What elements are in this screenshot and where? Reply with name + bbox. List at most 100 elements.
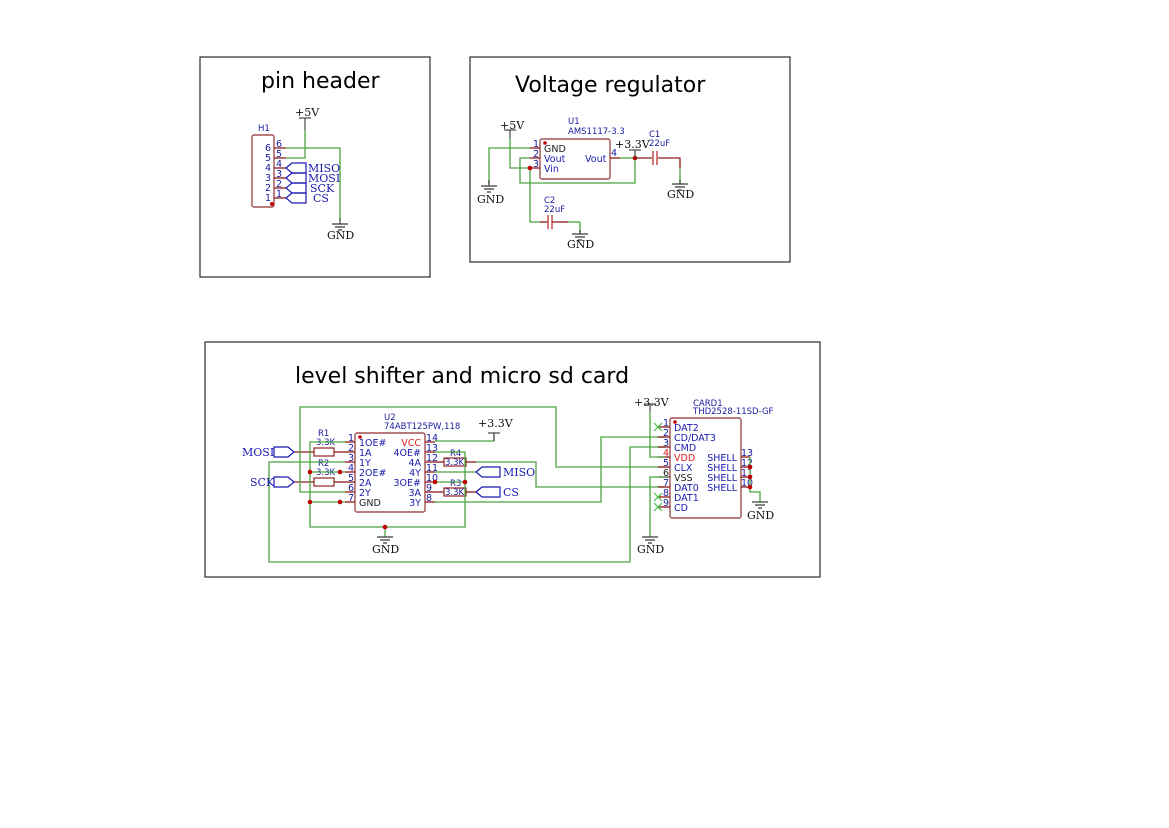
label-mosi: MOSI bbox=[242, 446, 274, 459]
svg-text:1: 1 bbox=[533, 139, 539, 150]
svg-text:GND: GND bbox=[637, 543, 664, 556]
wire-shell[interactable] bbox=[749, 457, 761, 502]
wire-vout[interactable] bbox=[519, 157, 636, 184]
wire-5v[interactable] bbox=[509, 138, 530, 169]
wire-vin-c2[interactable] bbox=[529, 168, 540, 223]
pin-number: 3 bbox=[348, 453, 354, 464]
pin-name: 4A bbox=[408, 458, 421, 469]
svg-text:5: 5 bbox=[276, 149, 282, 160]
card-value: THD2528-11SD-GF bbox=[692, 407, 774, 417]
pin-number: 14 bbox=[426, 433, 438, 444]
ground-icon bbox=[332, 223, 348, 231]
label-flag-icon bbox=[273, 476, 295, 488]
pin-name: 2Y bbox=[359, 488, 371, 499]
ground-icon bbox=[481, 180, 497, 193]
h1-body[interactable] bbox=[251, 134, 275, 208]
pin-name: 4Y bbox=[409, 468, 421, 479]
pin-number: 8 bbox=[663, 488, 669, 499]
pin-name: VCC bbox=[401, 438, 421, 449]
sheet-frame bbox=[204, 341, 821, 578]
wire-vdd[interactable] bbox=[649, 411, 665, 458]
pin-number: 11 bbox=[741, 468, 753, 479]
c1-ref: C1 bbox=[649, 130, 660, 140]
pin-number: 10 bbox=[426, 473, 438, 484]
header-labels: MISO MOSI SCK CS bbox=[285, 162, 340, 205]
sheet-level-shifter: level shifter and micro sd card U2 74ABT… bbox=[204, 341, 821, 578]
label-miso: MISO bbox=[308, 162, 340, 175]
c2-ref: C2 bbox=[544, 196, 555, 206]
pin-number: 7 bbox=[663, 478, 669, 489]
label-flag-icon bbox=[475, 486, 501, 498]
svg-text:3: 3 bbox=[276, 169, 282, 180]
r1-body[interactable] bbox=[313, 447, 335, 457]
r4-value: 3.3K bbox=[445, 458, 465, 468]
svg-text:GND: GND bbox=[372, 543, 399, 556]
pin-number: 6 bbox=[348, 483, 354, 494]
wire-gnd[interactable] bbox=[286, 147, 341, 220]
svg-text:2: 2 bbox=[276, 179, 282, 190]
svg-text:2: 2 bbox=[265, 183, 271, 194]
wire-5v[interactable] bbox=[286, 130, 306, 159]
u2-ref: U2 bbox=[384, 413, 396, 423]
label-flag-icon bbox=[475, 466, 501, 478]
pin-name: 1Y bbox=[359, 458, 371, 469]
pin-name: CMD bbox=[674, 443, 696, 454]
pin-name: CLX bbox=[674, 463, 693, 474]
label-flag-icon bbox=[273, 446, 295, 458]
pin-number: 10 bbox=[741, 478, 753, 489]
pin-name: VSS bbox=[674, 473, 693, 484]
svg-text:1: 1 bbox=[265, 193, 271, 204]
wire-vss[interactable] bbox=[649, 476, 665, 537]
wire-cs-dat3[interactable] bbox=[435, 436, 665, 503]
r2-body[interactable] bbox=[313, 477, 335, 487]
pin-number: 13 bbox=[426, 443, 438, 454]
c2-value: 22uF bbox=[544, 205, 565, 215]
wire-sck-clx[interactable] bbox=[299, 406, 665, 493]
pin-name: SHELL bbox=[707, 463, 737, 474]
u1-value: AMS1117-3.3 bbox=[568, 127, 625, 137]
ground-icon bbox=[672, 180, 688, 191]
power-3v3: +3.3V bbox=[615, 138, 651, 151]
svg-text:4: 4 bbox=[265, 163, 271, 174]
card-body[interactable] bbox=[669, 417, 742, 519]
card-ref: CARD1 bbox=[693, 399, 723, 409]
pin-number: 5 bbox=[348, 473, 354, 484]
pin-name: 4OE# bbox=[394, 448, 422, 459]
h1-pins: 6 5 4 3 2 1 bbox=[274, 139, 286, 200]
u1-body[interactable] bbox=[539, 138, 611, 180]
svg-text:6: 6 bbox=[276, 139, 282, 150]
svg-text:4: 4 bbox=[276, 159, 282, 170]
pin-name: VDD bbox=[674, 453, 695, 464]
pin-number: 9 bbox=[663, 498, 669, 509]
pin-number: 12 bbox=[426, 453, 438, 464]
label-flag-icon bbox=[285, 182, 307, 194]
no-connect-icon bbox=[653, 422, 663, 512]
r2-ref: R2 bbox=[318, 459, 329, 469]
wire-gnd[interactable] bbox=[488, 147, 530, 184]
pin-number: 11 bbox=[426, 463, 438, 474]
pin-name: DAT0 bbox=[674, 483, 699, 494]
pin-name: SHELL bbox=[707, 473, 737, 484]
label-flag-icon bbox=[285, 192, 307, 204]
wire-oe-gnd[interactable] bbox=[309, 441, 466, 528]
pin-name: SHELL bbox=[707, 483, 737, 494]
pin-name: 1OE# bbox=[359, 438, 387, 449]
svg-text:Vout: Vout bbox=[544, 154, 566, 165]
svg-text:GND: GND bbox=[567, 238, 594, 251]
svg-text:3: 3 bbox=[533, 159, 539, 170]
ground-icon bbox=[642, 536, 658, 544]
r3-value: 3.3K bbox=[445, 488, 465, 498]
svg-text:1: 1 bbox=[276, 189, 282, 200]
pin-name: DAT1 bbox=[674, 493, 699, 504]
pin-number: 1 bbox=[348, 433, 354, 444]
ground-icon bbox=[377, 536, 393, 544]
label-flag-icon bbox=[285, 172, 307, 184]
sheet-voltage-regulator: Voltage regulator U1 AMS1117-3.3 1 2 3 4… bbox=[469, 56, 791, 263]
pin-number: 9 bbox=[426, 483, 432, 494]
pin-number: 6 bbox=[663, 468, 669, 479]
svg-text:Vout: Vout bbox=[585, 154, 607, 165]
sheet-title: Voltage regulator bbox=[515, 73, 706, 98]
wire-mosi-cmd[interactable] bbox=[268, 446, 665, 563]
power-5v: +5V bbox=[295, 106, 320, 119]
label-mosi: MOSI bbox=[308, 172, 340, 185]
